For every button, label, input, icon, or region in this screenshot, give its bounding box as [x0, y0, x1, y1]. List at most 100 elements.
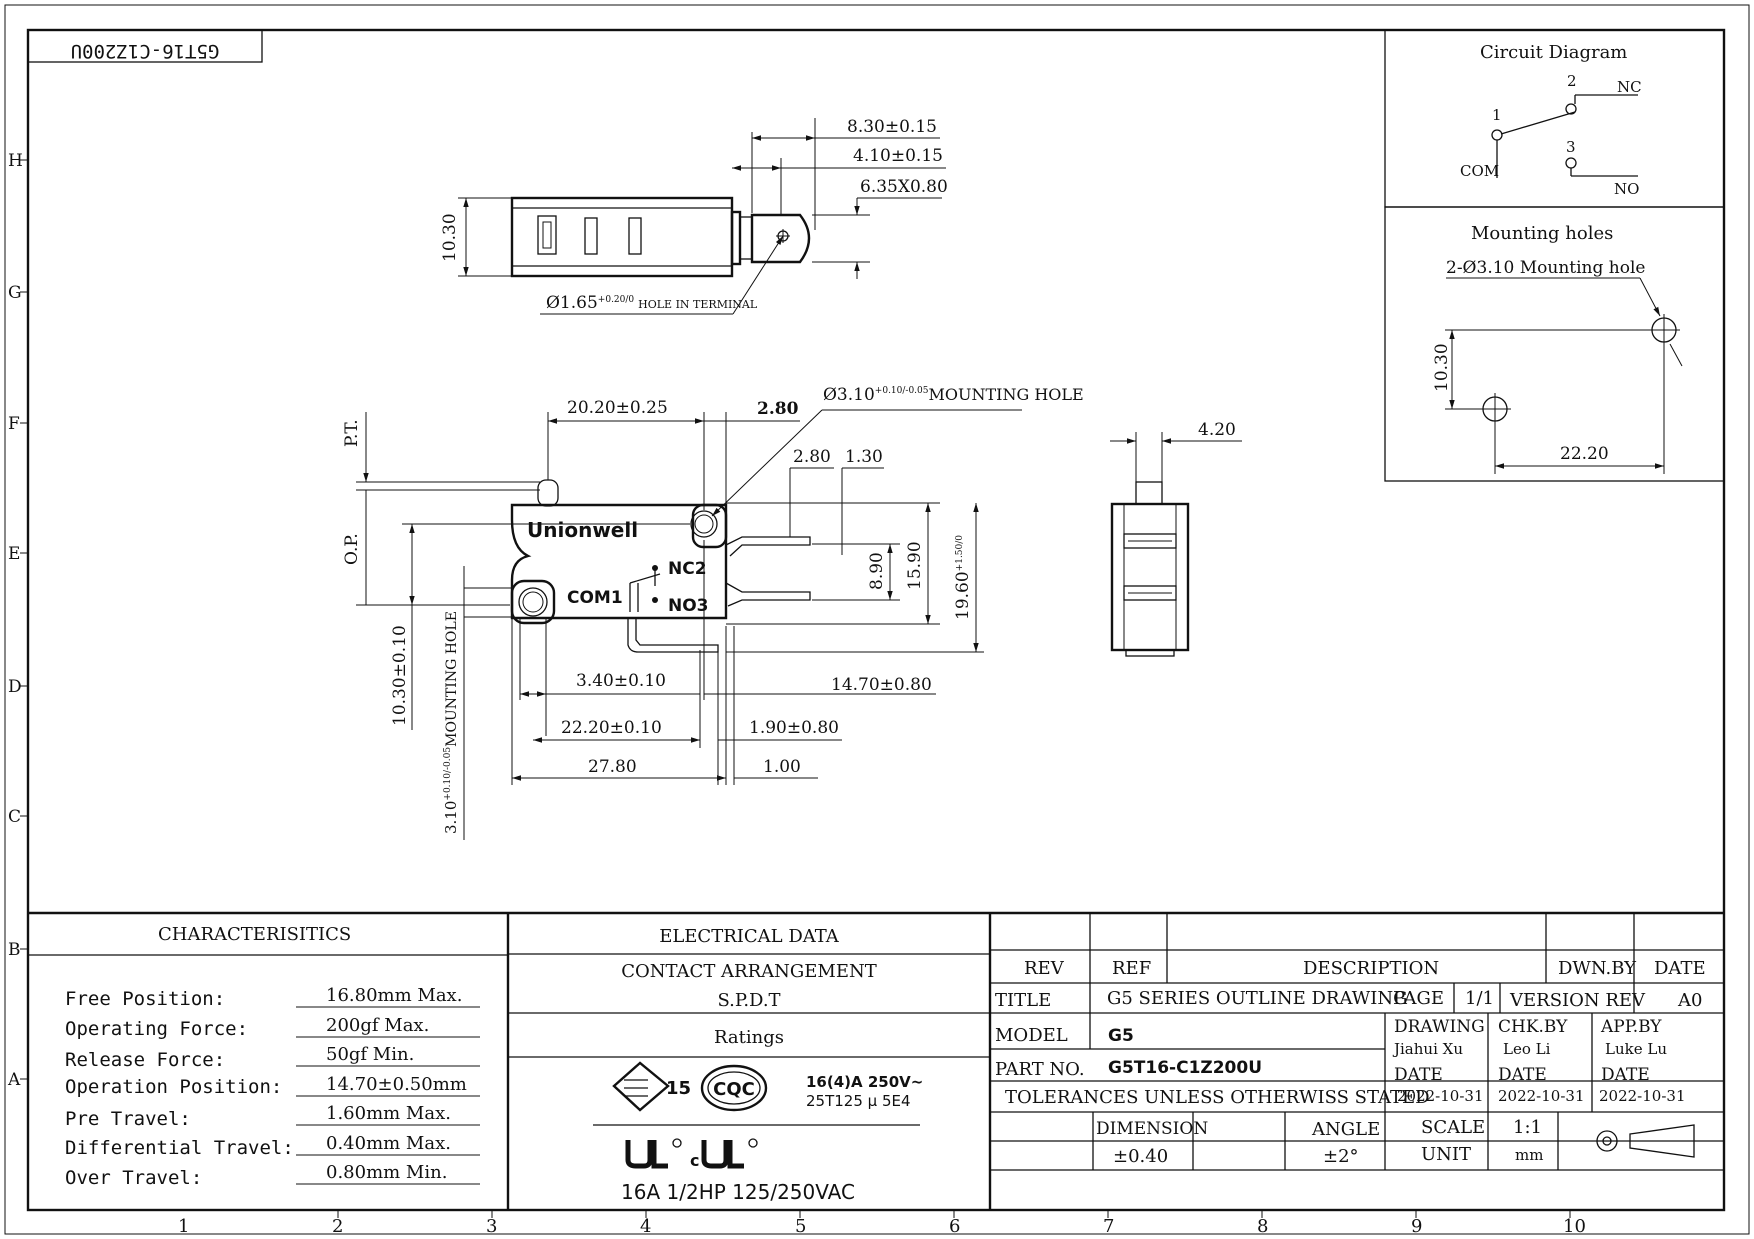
grid-col-3: 3 — [486, 1216, 497, 1237]
tb-app-by: Luke Lu — [1605, 1040, 1667, 1058]
tb-date-label-3: DATE — [1601, 1065, 1650, 1085]
drawing-code-mirrored: G5T16-C1Z200U — [71, 40, 220, 62]
char-label-4: Pre Travel: — [65, 1108, 191, 1130]
characteristics-header: CHARACTERISITICS — [158, 924, 351, 945]
grid-col-4: 4 — [640, 1216, 651, 1237]
sheet-frame — [4, 4, 1750, 1235]
grid-col-2: 2 — [332, 1216, 343, 1237]
char-label-3: Operation Position: — [65, 1076, 282, 1098]
tb-title-label: TITLE — [995, 990, 1051, 1011]
dim-front-190: 1.90±0.80 — [749, 718, 839, 738]
tb-angle-label: ANGLE — [1311, 1119, 1380, 1140]
tb-unit-value: mm — [1515, 1146, 1543, 1164]
dim-front-100: 1.00 — [763, 757, 801, 777]
tb-title-value: G5 SERIES OUTLINE DRAWING — [1107, 988, 1407, 1009]
grid-col-7: 7 — [1103, 1216, 1114, 1237]
grid-row-d: D — [8, 677, 22, 697]
tb-drawing-label: DRAWING — [1394, 1017, 1485, 1037]
rating-line1: 16(4)A 250V~ — [806, 1073, 923, 1091]
mounting-dim-h: 22.20 — [1560, 444, 1609, 464]
tb-rev: REV — [1024, 958, 1065, 979]
grid-col-9: 9 — [1411, 1216, 1422, 1237]
dim-top-height: 10.30 — [440, 213, 460, 262]
cqc-text: CQC — [713, 1079, 755, 1100]
char-value-0: 16.80mm Max. — [326, 985, 462, 1006]
characteristics-table: CHARACTERISITICS Free Position: Operatin… — [65, 924, 480, 1189]
tb-dwn-by: DWN.BY — [1558, 958, 1637, 979]
circuit-nc: NC — [1617, 78, 1642, 96]
dim-front-1030: 10.30±0.10 — [390, 625, 410, 726]
front-view-dimensions: P.T. O.P. 10.30±0.10 3.10+0.10/-0.05MOUN… — [342, 385, 1084, 840]
grid-col-6: 6 — [949, 1216, 960, 1237]
tb-description: DESCRIPTION — [1303, 958, 1439, 979]
tb-date-1: 2022-10-31 — [1397, 1087, 1483, 1105]
grid-row-labels: H G F E D C B A — [7, 151, 23, 1090]
char-value-4: 1.60mm Max. — [326, 1103, 451, 1124]
tb-model-value: G5 — [1108, 1026, 1134, 1046]
tb-chk-label: CHK.BY — [1498, 1017, 1568, 1037]
mounting-note: 2-Ø3.10 Mounting hole — [1446, 258, 1645, 278]
tb-dimension-label: DIMENSION — [1096, 1119, 1208, 1139]
tb-angle-value: ±2° — [1323, 1146, 1359, 1167]
contact-label: CONTACT ARRANGEMENT — [621, 961, 877, 982]
dim-front-1960: 19.60+1.50/0 — [953, 535, 973, 620]
tb-part-value: G5T16-C1Z200U — [1108, 1058, 1262, 1078]
mounting-holes-panel: Mounting holes 2-Ø3.10 Mounting hole 10.… — [1384, 206, 1725, 482]
tb-date-label-2: DATE — [1498, 1065, 1547, 1085]
tb-page-label: PAGE — [1393, 988, 1444, 1009]
tb-model-label: MODEL — [995, 1025, 1068, 1046]
front-mount-hole-note: Ø3.10+0.10/-0.05MOUNTING HOLE — [823, 385, 1084, 405]
char-label-0: Free Position: — [65, 988, 225, 1010]
char-label-6: Over Travel: — [65, 1167, 202, 1189]
bottom-table-lines — [28, 911, 1724, 1210]
top-view — [510, 196, 811, 278]
circuit-no: NO — [1614, 180, 1639, 198]
circuit-diagram-panel: Circuit Diagram 1 2 3 COM NC NO — [1384, 29, 1725, 208]
grid-row-e: E — [8, 544, 20, 564]
cqc-logo: CQC — [700, 1064, 768, 1112]
circuit-pin3: 3 — [1566, 138, 1576, 156]
tb-version-label: VERSION REV — [1509, 990, 1646, 1011]
grid-row-b: B — [8, 940, 21, 960]
tb-scale-value: 1:1 — [1513, 1117, 1542, 1138]
front-label-com: COM1 — [567, 588, 623, 608]
grid-row-a: A — [7, 1070, 21, 1090]
dim-front-2020: 20.20±0.25 — [567, 398, 668, 418]
electrical-header: ELECTRICAL DATA — [659, 926, 840, 947]
grid-row-h: H — [8, 151, 23, 171]
grid-row-ticks — [20, 159, 28, 1080]
char-value-1: 200gf Max. — [326, 1015, 429, 1036]
dim-front-130: 1.30 — [845, 447, 883, 467]
enec-number: 15 — [666, 1078, 691, 1099]
dim-front-1470: 14.70±0.80 — [831, 675, 932, 695]
tb-drawing-by: Jiahui Xu — [1392, 1040, 1463, 1058]
grid-col-labels: 1 2 3 4 5 6 7 8 9 10 — [178, 1216, 1586, 1237]
top-view-dimensions: 8.30±0.15 4.10±0.15 6.35X0.80 10.30 Ø1.6… — [440, 117, 948, 315]
circuit-title: Circuit Diagram — [1480, 42, 1627, 63]
tb-unit-label: UNIT — [1421, 1144, 1471, 1165]
grid-col-1: 1 — [178, 1216, 189, 1237]
tb-tolerance-note: TOLERANCES UNLESS OTHERWISS STATED — [1005, 1087, 1430, 1108]
front-brand: Unionwell — [527, 518, 638, 542]
electrical-table: ELECTRICAL DATA CONTACT ARRANGEMENT S.P.… — [612, 926, 923, 1204]
dim-front-1590: 15.90 — [905, 541, 925, 590]
grid-col-8: 8 — [1257, 1216, 1268, 1237]
tb-part-label: PART NO. — [995, 1059, 1085, 1080]
ul-rating: 16A 1/2HP 125/250VAC — [621, 1180, 855, 1204]
grid-col-ticks — [337, 1210, 1571, 1218]
char-label-2: Release Force: — [65, 1049, 225, 1071]
dim-front-2220: 22.20±0.10 — [561, 718, 662, 738]
tb-app-label: APP.BY — [1600, 1017, 1662, 1037]
tb-ref: REF — [1112, 958, 1151, 979]
front-label-nc: NC2 — [668, 559, 707, 579]
ul-logo: c — [625, 1138, 758, 1170]
front-label-no: NO3 — [668, 596, 709, 616]
grid-col-5: 5 — [795, 1216, 806, 1237]
char-value-5: 0.40mm Max. — [326, 1133, 451, 1154]
dim-front-280a: 2.80 — [757, 399, 799, 419]
front-label-pt: P.T. — [342, 419, 362, 447]
projection-symbol-icon — [1590, 1124, 1704, 1158]
mounting-title: Mounting holes — [1471, 223, 1613, 244]
